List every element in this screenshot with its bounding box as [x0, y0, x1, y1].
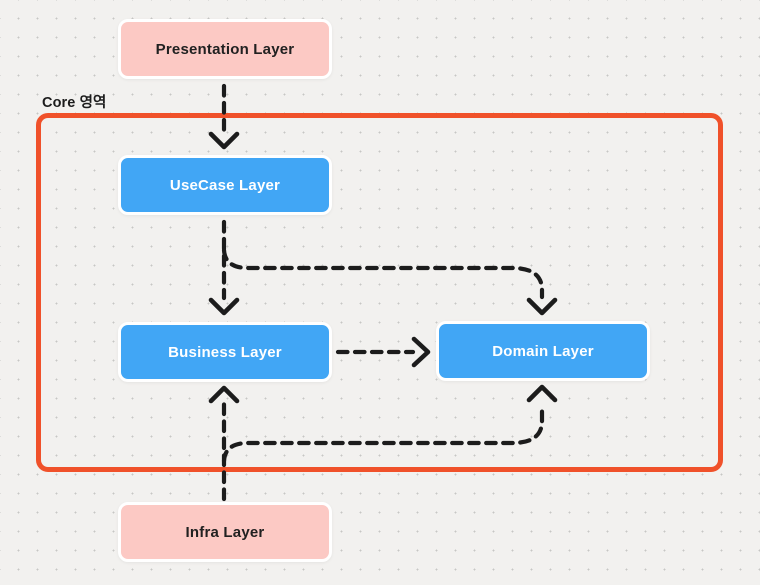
- node-usecase-label: UseCase Layer: [169, 176, 281, 194]
- node-domain-layer: Domain Layer: [436, 321, 650, 381]
- node-presentation-layer: Presentation Layer: [118, 19, 332, 79]
- node-usecase-layer: UseCase Layer: [118, 155, 332, 215]
- node-presentation-label: Presentation Layer: [155, 40, 295, 58]
- node-business-layer: Business Layer: [118, 322, 332, 382]
- core-region-label: Core 영역: [42, 95, 107, 111]
- node-infra-layer: Infra Layer: [118, 502, 332, 562]
- node-infra-label: Infra Layer: [185, 523, 265, 541]
- node-domain-label: Domain Layer: [492, 342, 594, 360]
- node-business-label: Business Layer: [168, 343, 282, 361]
- core-region-boundary: [36, 113, 723, 472]
